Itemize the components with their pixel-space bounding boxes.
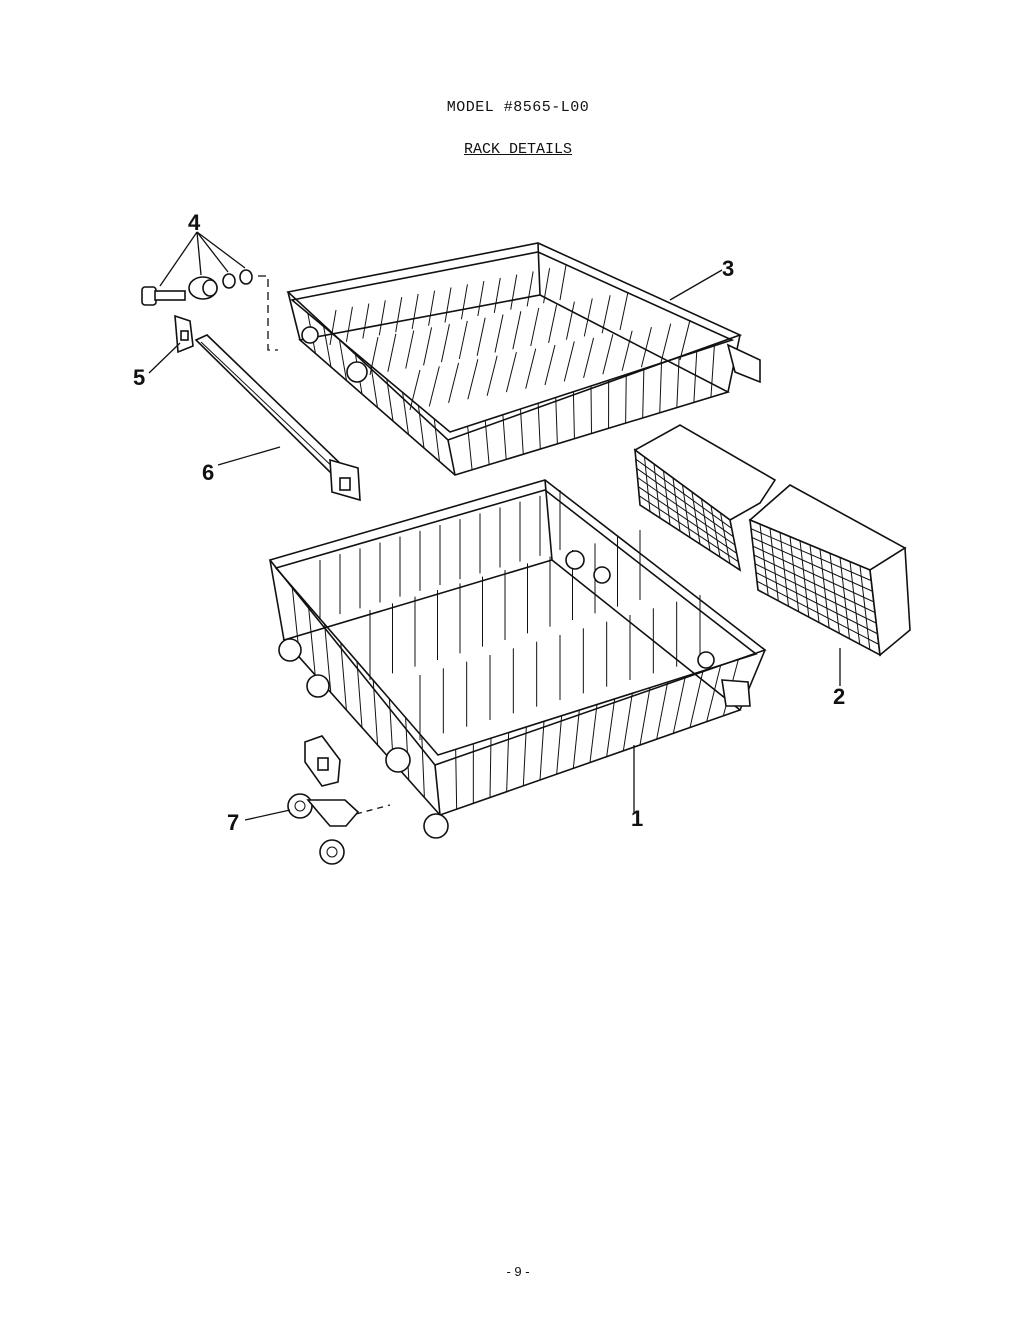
section-title: RACK DETAILS bbox=[463, 141, 573, 158]
callout-part-5: 5 bbox=[133, 365, 145, 390]
callout-part-2: 2 bbox=[833, 684, 845, 709]
callout-part-7: 7 bbox=[227, 810, 239, 835]
callout-part-4: 4 bbox=[188, 210, 201, 235]
lower-rack bbox=[268, 479, 767, 839]
track-bar bbox=[194, 334, 361, 502]
callout-part-6: 6 bbox=[202, 460, 214, 485]
silverware-baskets bbox=[633, 424, 911, 657]
upper-rack-wheel bbox=[301, 326, 319, 344]
lower-rack-wheel bbox=[423, 813, 449, 839]
lower-rack-wheel bbox=[306, 674, 330, 698]
model-title: MODEL #8565-L00 bbox=[446, 99, 590, 116]
upper-rack-wheel bbox=[346, 361, 368, 383]
callout-part-3: 3 bbox=[722, 256, 734, 281]
page-number: - 9 - bbox=[506, 1264, 530, 1279]
lower-rack-wheel bbox=[385, 747, 411, 773]
wheel-bracket-assembly bbox=[287, 735, 391, 865]
leader-lines bbox=[148, 231, 841, 821]
upper-rack bbox=[286, 242, 761, 476]
rail-clip bbox=[174, 314, 194, 354]
axle-assembly bbox=[141, 269, 278, 351]
callout-part-1: 1 bbox=[631, 806, 643, 831]
lower-rack-wheel bbox=[593, 566, 611, 584]
lower-rack-wheel bbox=[278, 638, 302, 662]
lower-rack-wheel bbox=[697, 651, 715, 669]
lower-rack-wheel bbox=[565, 550, 585, 570]
